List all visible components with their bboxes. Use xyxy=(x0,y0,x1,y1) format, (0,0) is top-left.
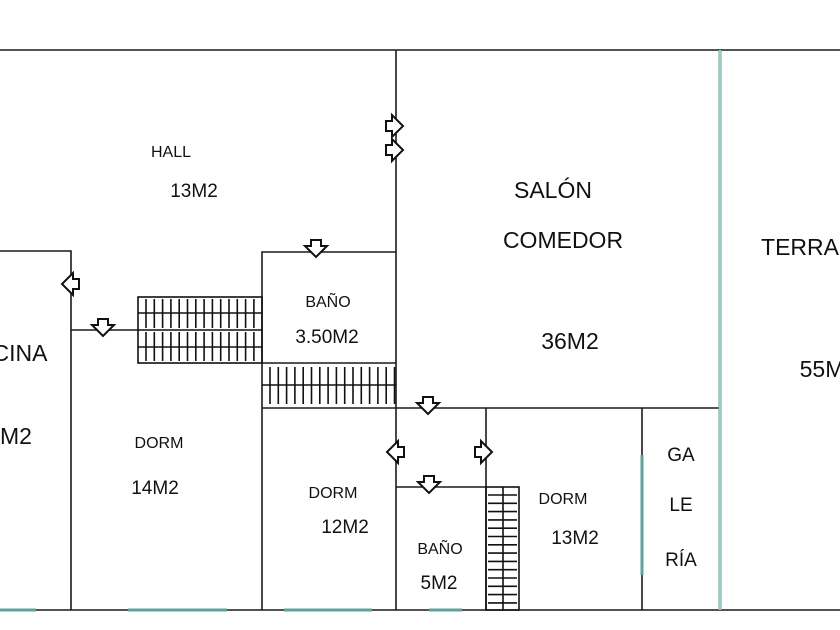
door-arrows xyxy=(60,112,494,495)
bath2-area: 5M2 xyxy=(421,573,458,594)
door-arrow-icon xyxy=(414,396,442,416)
stairs-dorm xyxy=(485,486,520,611)
galeria-label-3: RÍA xyxy=(665,550,697,571)
door-arrow-icon xyxy=(385,112,405,140)
dorm3-label: DORM xyxy=(539,491,588,508)
door-arrow-icon xyxy=(385,438,405,466)
kitchen-wall xyxy=(0,250,72,610)
salon-area: 36M2 xyxy=(541,328,599,354)
door-arrow-icon xyxy=(89,318,117,338)
dorm2-label: DORM xyxy=(309,485,358,502)
walls xyxy=(0,49,840,611)
terrace-area: 55M xyxy=(800,356,840,382)
galeria-label-2: LE xyxy=(669,495,692,516)
comedor-label: COMEDOR xyxy=(503,227,623,253)
hall-label: HALL xyxy=(151,144,191,161)
dorm3-area: 13M2 xyxy=(551,528,599,549)
kitchen-area: M2 xyxy=(0,423,32,449)
dorm1-area: 14M2 xyxy=(131,478,179,499)
galeria-label-1: GA xyxy=(667,445,695,466)
stairs-bath xyxy=(262,367,396,404)
bath2-label: BAÑO xyxy=(417,538,462,558)
door-arrow-icon xyxy=(385,136,405,164)
terrace-label: TERRA xyxy=(761,234,840,260)
dorm1-label: DORM xyxy=(135,435,184,452)
door-arrow-icon xyxy=(302,239,330,259)
kitchen-label: CINA xyxy=(0,340,48,366)
door-arrow-icon xyxy=(474,438,494,466)
hall-area: 13M2 xyxy=(170,181,218,202)
dorm2-area: 12M2 xyxy=(321,517,369,538)
salon-label: SALÓN xyxy=(514,177,592,203)
door-arrow-icon xyxy=(415,475,443,495)
bath1-area: 3.50M2 xyxy=(295,327,358,348)
bath1-label: BAÑO xyxy=(305,291,350,311)
stairs-hall xyxy=(137,296,263,364)
bath1-wall xyxy=(261,251,396,610)
windows xyxy=(0,455,644,612)
door-arrow-icon xyxy=(60,270,80,298)
